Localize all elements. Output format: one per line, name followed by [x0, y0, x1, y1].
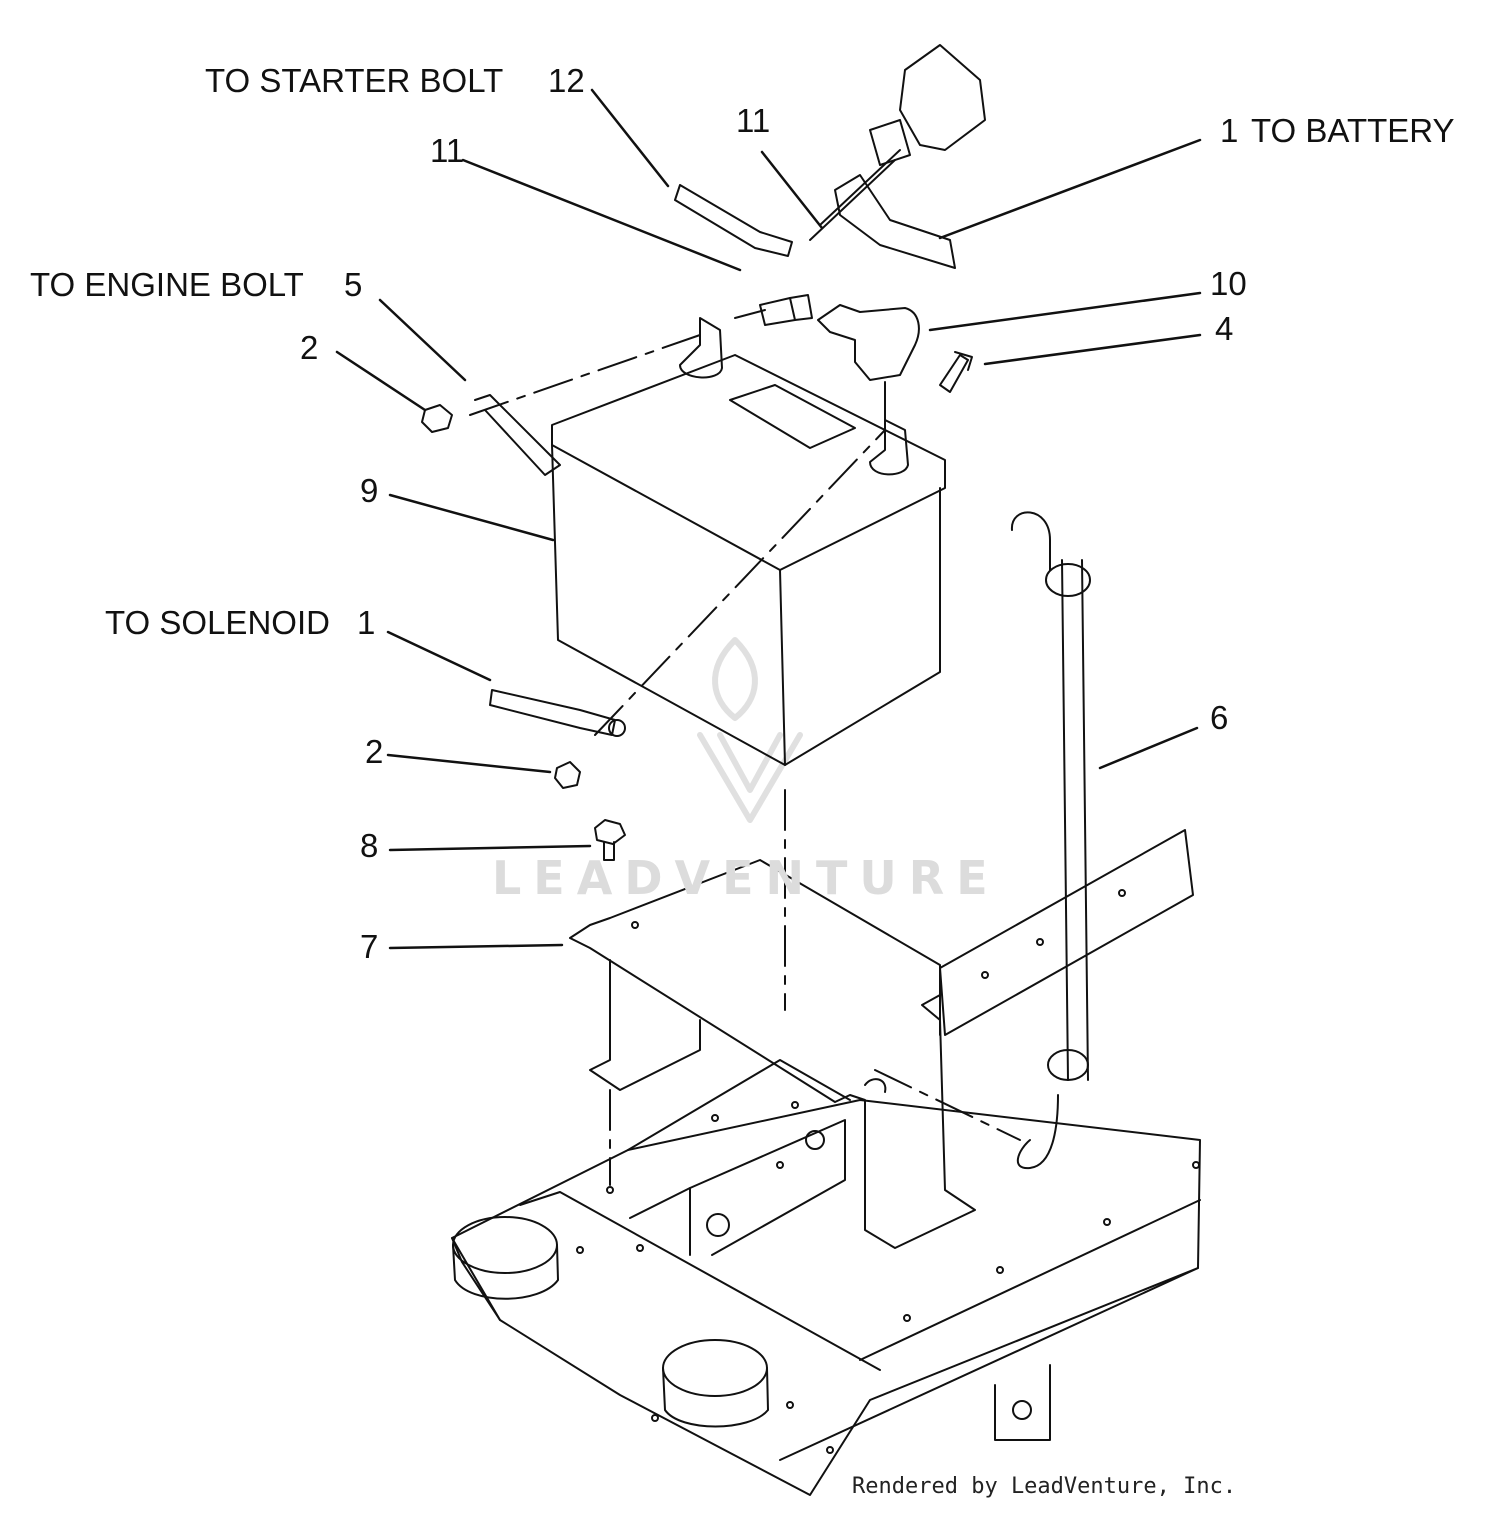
rendered-by-credit: Rendered by LeadVenture, Inc.: [852, 1474, 1237, 1499]
battery-tray: [569, 859, 976, 1249]
battery-cable-solenoid-assembly: [809, 44, 986, 269]
label-to-engine-bolt: TO ENGINE BOLT: [30, 266, 304, 303]
callout-2-bottom: 2: [365, 733, 384, 770]
label-to-starter-bolt: TO STARTER BOLT: [205, 62, 504, 99]
bolt-8: [594, 819, 626, 861]
callout-1-solenoid: 1: [357, 604, 376, 641]
cable-starter: [674, 184, 793, 257]
cable-engine-bolt: [474, 394, 561, 476]
assembly-centerlines: [469, 309, 1021, 1186]
callout-7: 7: [360, 928, 379, 965]
frame-chassis: [451, 829, 1201, 1496]
nut-2-top: [421, 404, 453, 433]
hold-down-rod: [1010, 511, 1091, 1170]
callout-11-right: 11: [736, 102, 771, 139]
callout-11-left: 11: [430, 132, 465, 169]
bolt-upper-left: [759, 294, 813, 326]
label-to-battery: TO BATTERY: [1251, 112, 1455, 149]
terminal-cover: [817, 304, 920, 381]
label-to-solenoid: TO SOLENOID: [105, 604, 330, 641]
watermark-text: LEADVENTURE: [492, 851, 1000, 905]
battery: [551, 317, 946, 766]
bolt-4: [939, 351, 973, 393]
callout-6: 6: [1210, 699, 1229, 736]
cable-solenoid: [489, 689, 626, 737]
callout-2-top: 2: [300, 329, 319, 366]
callout-4: 4: [1215, 310, 1234, 347]
nut-2-bottom: [554, 761, 581, 789]
callout-12: 12: [548, 62, 585, 99]
callout-8: 8: [360, 827, 379, 864]
callout-5: 5: [344, 266, 363, 303]
leader-lines: [335, 88, 1202, 950]
callout-9: 9: [360, 472, 379, 509]
callout-1-top: 1: [1220, 112, 1239, 149]
callout-10: 10: [1210, 265, 1247, 302]
